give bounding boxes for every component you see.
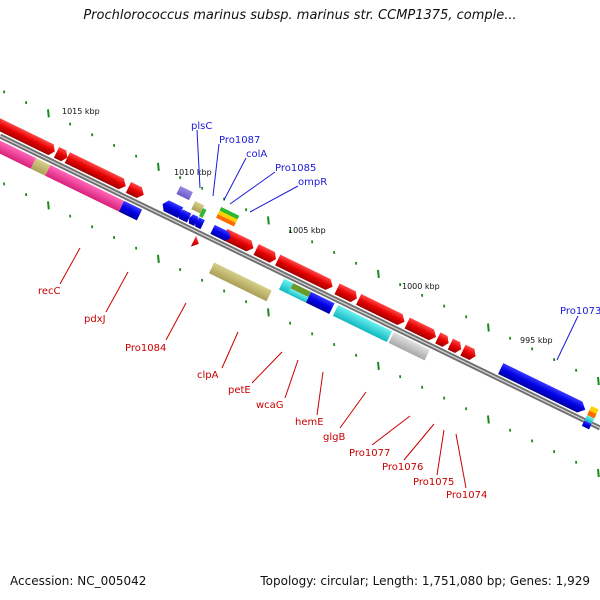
reverse-gene-arrow [195,217,205,230]
reverse-gene-box [278,278,294,294]
scale-tick [47,109,50,118]
scale-tick [487,323,490,332]
forward-gene-arrow [275,254,333,290]
gene-label: Pro1075 [413,477,454,488]
reverse-gene-box [290,283,312,298]
genome-backbone [0,133,600,431]
forward-gene-arrow [447,338,462,353]
scale-tick [377,269,380,279]
gene-label: wcaG [256,400,284,411]
gene-label: recC [38,286,61,297]
reverse-strand-features [0,135,595,430]
reverse-gene-arrow [190,235,199,247]
genome-summary-text: Topology: circular; Length: 1,751,080 bp… [260,574,590,588]
forward-gene-arrow [253,244,276,263]
scale-tick [47,201,50,210]
reverse-gene-box [118,200,143,221]
reverse-gene-box [305,291,335,315]
gene-label: Pro1087 [219,135,260,146]
scale-label: 1005 kbp [288,226,326,235]
gene-label: Pro1076 [382,462,423,473]
gene-label: clpA [197,370,219,381]
scale-tick [487,415,490,424]
reverse-gene-box [332,305,393,343]
scale-label: 1010 kbp [174,168,212,177]
forward-gene-arrow [404,317,436,341]
gene-label: hemE [295,417,324,428]
forward-gene-box [198,208,207,218]
reverse-gene-box [45,164,125,212]
scale-tick [597,376,600,386]
map-title: Prochlorococcus marinus subsp. marinus s… [83,8,517,23]
accession-text: Accession: NC_005042 [10,574,147,588]
gene-label: glgB [323,432,345,443]
scale-tick [597,468,600,478]
scale-tick [157,254,160,263]
forward-gene-arrow [356,294,405,325]
gene-label: pdxJ [84,314,106,325]
forward-gene-box [217,210,238,223]
forward-strand-features [0,117,599,419]
reverse-gene-box [388,332,430,361]
forward-gene-arrow [53,146,68,162]
forward-gene-arrow [435,332,449,347]
feature-track [0,117,599,430]
reverse-gene-arrow [162,200,184,219]
gene-label: ompR [298,177,327,188]
gene-label: Pro1085 [275,163,316,174]
reverse-gene-box [0,135,37,169]
forward-gene-box [587,410,597,419]
reverse-gene-box [287,288,309,303]
forward-gene-arrow [0,117,55,156]
forward-gene-box [191,200,205,214]
scale-label: 995 kbp [520,336,553,345]
reverse-gene-arrow [210,224,231,241]
scale-label: 1015 kbp [62,107,100,116]
forward-gene-arrow [334,283,357,303]
gene-label: petE [228,385,251,396]
reverse-gene-arrow [178,209,192,223]
forward-gene-box [176,185,193,201]
reverse-gene-box [581,420,592,430]
forward-gene-arrow [125,182,144,199]
gene-label: Pro1084 [125,343,166,354]
scale-tick [377,361,380,371]
reverse-gene-box [584,415,595,424]
gene-label: Pro1074 [446,490,487,501]
gene-label: colA [246,149,267,160]
upper-gene-labels: plsC Pro1087 colA Pro1085 ompR Pro1073 [191,121,600,361]
forward-gene-box [215,214,236,227]
forward-gene-arrow [64,152,126,190]
scale-label: 1000 kbp [402,282,440,291]
gene-label: Pro1073 [560,306,600,317]
forward-gene-box [219,206,240,220]
scale-tick [267,308,270,317]
forward-gene-arrow [222,228,254,252]
scale-tick [157,162,160,171]
reverse-gene-arrow [188,214,199,227]
scale-labels: 1015 kbp 1010 kbp 1005 kbp 1000 kbp 995 … [62,107,553,345]
gene-label: plsC [191,121,212,132]
reverse-gene-box [208,262,272,302]
reverse-gene-arrow [498,363,586,413]
forward-gene-arrow [460,344,476,360]
lower-gene-labels: recC pdxJ Pro1084 clpA petE wcaG hemE gl… [38,247,487,501]
reverse-gene-box [30,157,51,176]
scale-tick [267,216,270,225]
forward-gene-box [589,406,599,415]
gene-label: Pro1077 [349,448,390,459]
